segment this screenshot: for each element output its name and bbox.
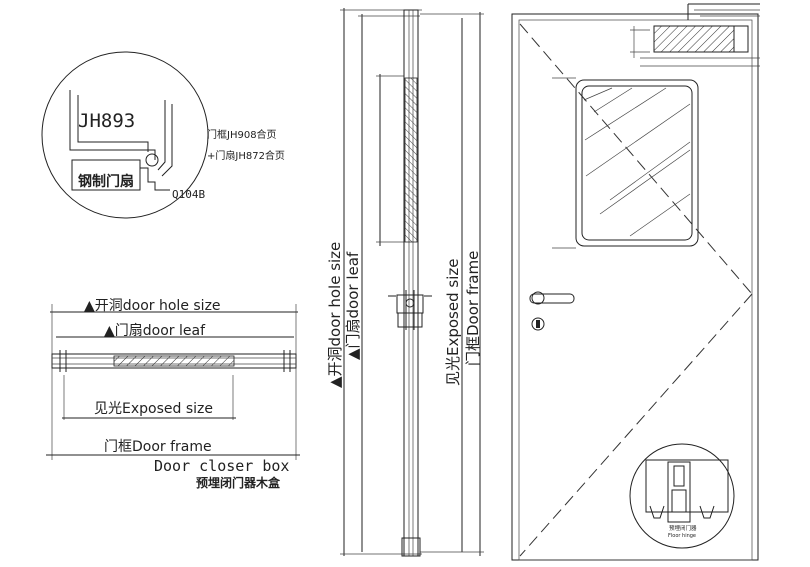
v-door-frame-label: 门框Door frame bbox=[464, 251, 482, 366]
front-elevation: 预埋闭门器 Floor hinge bbox=[511, 3, 760, 561]
closer-box-cn-label: 预埋闭门器木盒 bbox=[196, 475, 281, 490]
leaf-hinge-label: +门扇JH872合页 bbox=[207, 149, 285, 162]
hinge-detail: JH893 钢制门扇 门框JH908合页 +门扇JH872合页 Q104B bbox=[41, 51, 285, 219]
closer-box bbox=[653, 25, 735, 53]
glass-side-section bbox=[404, 77, 418, 243]
door-frame-outline bbox=[511, 13, 759, 561]
side-elevation: ▲开洞door hole size ▲门扇door leaf 见光Exposed… bbox=[326, 8, 484, 557]
door-leaf-label: ▲门扇door leaf bbox=[104, 323, 206, 339]
frame-hinge-label: 门框JH908合页 bbox=[207, 128, 277, 141]
closer-box-en-label: Door closer box bbox=[154, 457, 289, 475]
floor-hinge-label-en: Floor hinge bbox=[668, 533, 696, 539]
swing-line-top bbox=[519, 23, 753, 295]
v-door-leaf-label: ▲门扇door leaf bbox=[344, 251, 362, 360]
horizontal-section: ▲开洞door hole size ▲门扇door leaf 见光Exposed… bbox=[46, 298, 300, 490]
exposed-size-label: 见光Exposed size bbox=[94, 401, 213, 417]
vision-window-glass bbox=[581, 85, 693, 241]
hole-size-label: ▲开洞door hole size bbox=[84, 298, 221, 314]
door-frame-label: 门框Door frame bbox=[104, 439, 212, 455]
steel-leaf-label: 钢制门扇 bbox=[78, 173, 134, 190]
lock-cylinder bbox=[531, 317, 545, 331]
v-exposed-size-label: 见光Exposed size bbox=[444, 259, 462, 386]
floor-hinge-label-cn: 预埋闭门器 bbox=[669, 524, 697, 532]
door-handle bbox=[529, 293, 575, 304]
profile-code: JH893 bbox=[78, 110, 135, 132]
seal-code-label: Q104B bbox=[172, 188, 205, 201]
v-hole-size-label: ▲开洞door hole size bbox=[326, 242, 344, 388]
glass-panel-section bbox=[113, 355, 235, 367]
swing-line-bottom bbox=[519, 293, 753, 557]
vision-window-frame bbox=[575, 79, 699, 247]
floor-hinge-detail bbox=[629, 443, 735, 549]
